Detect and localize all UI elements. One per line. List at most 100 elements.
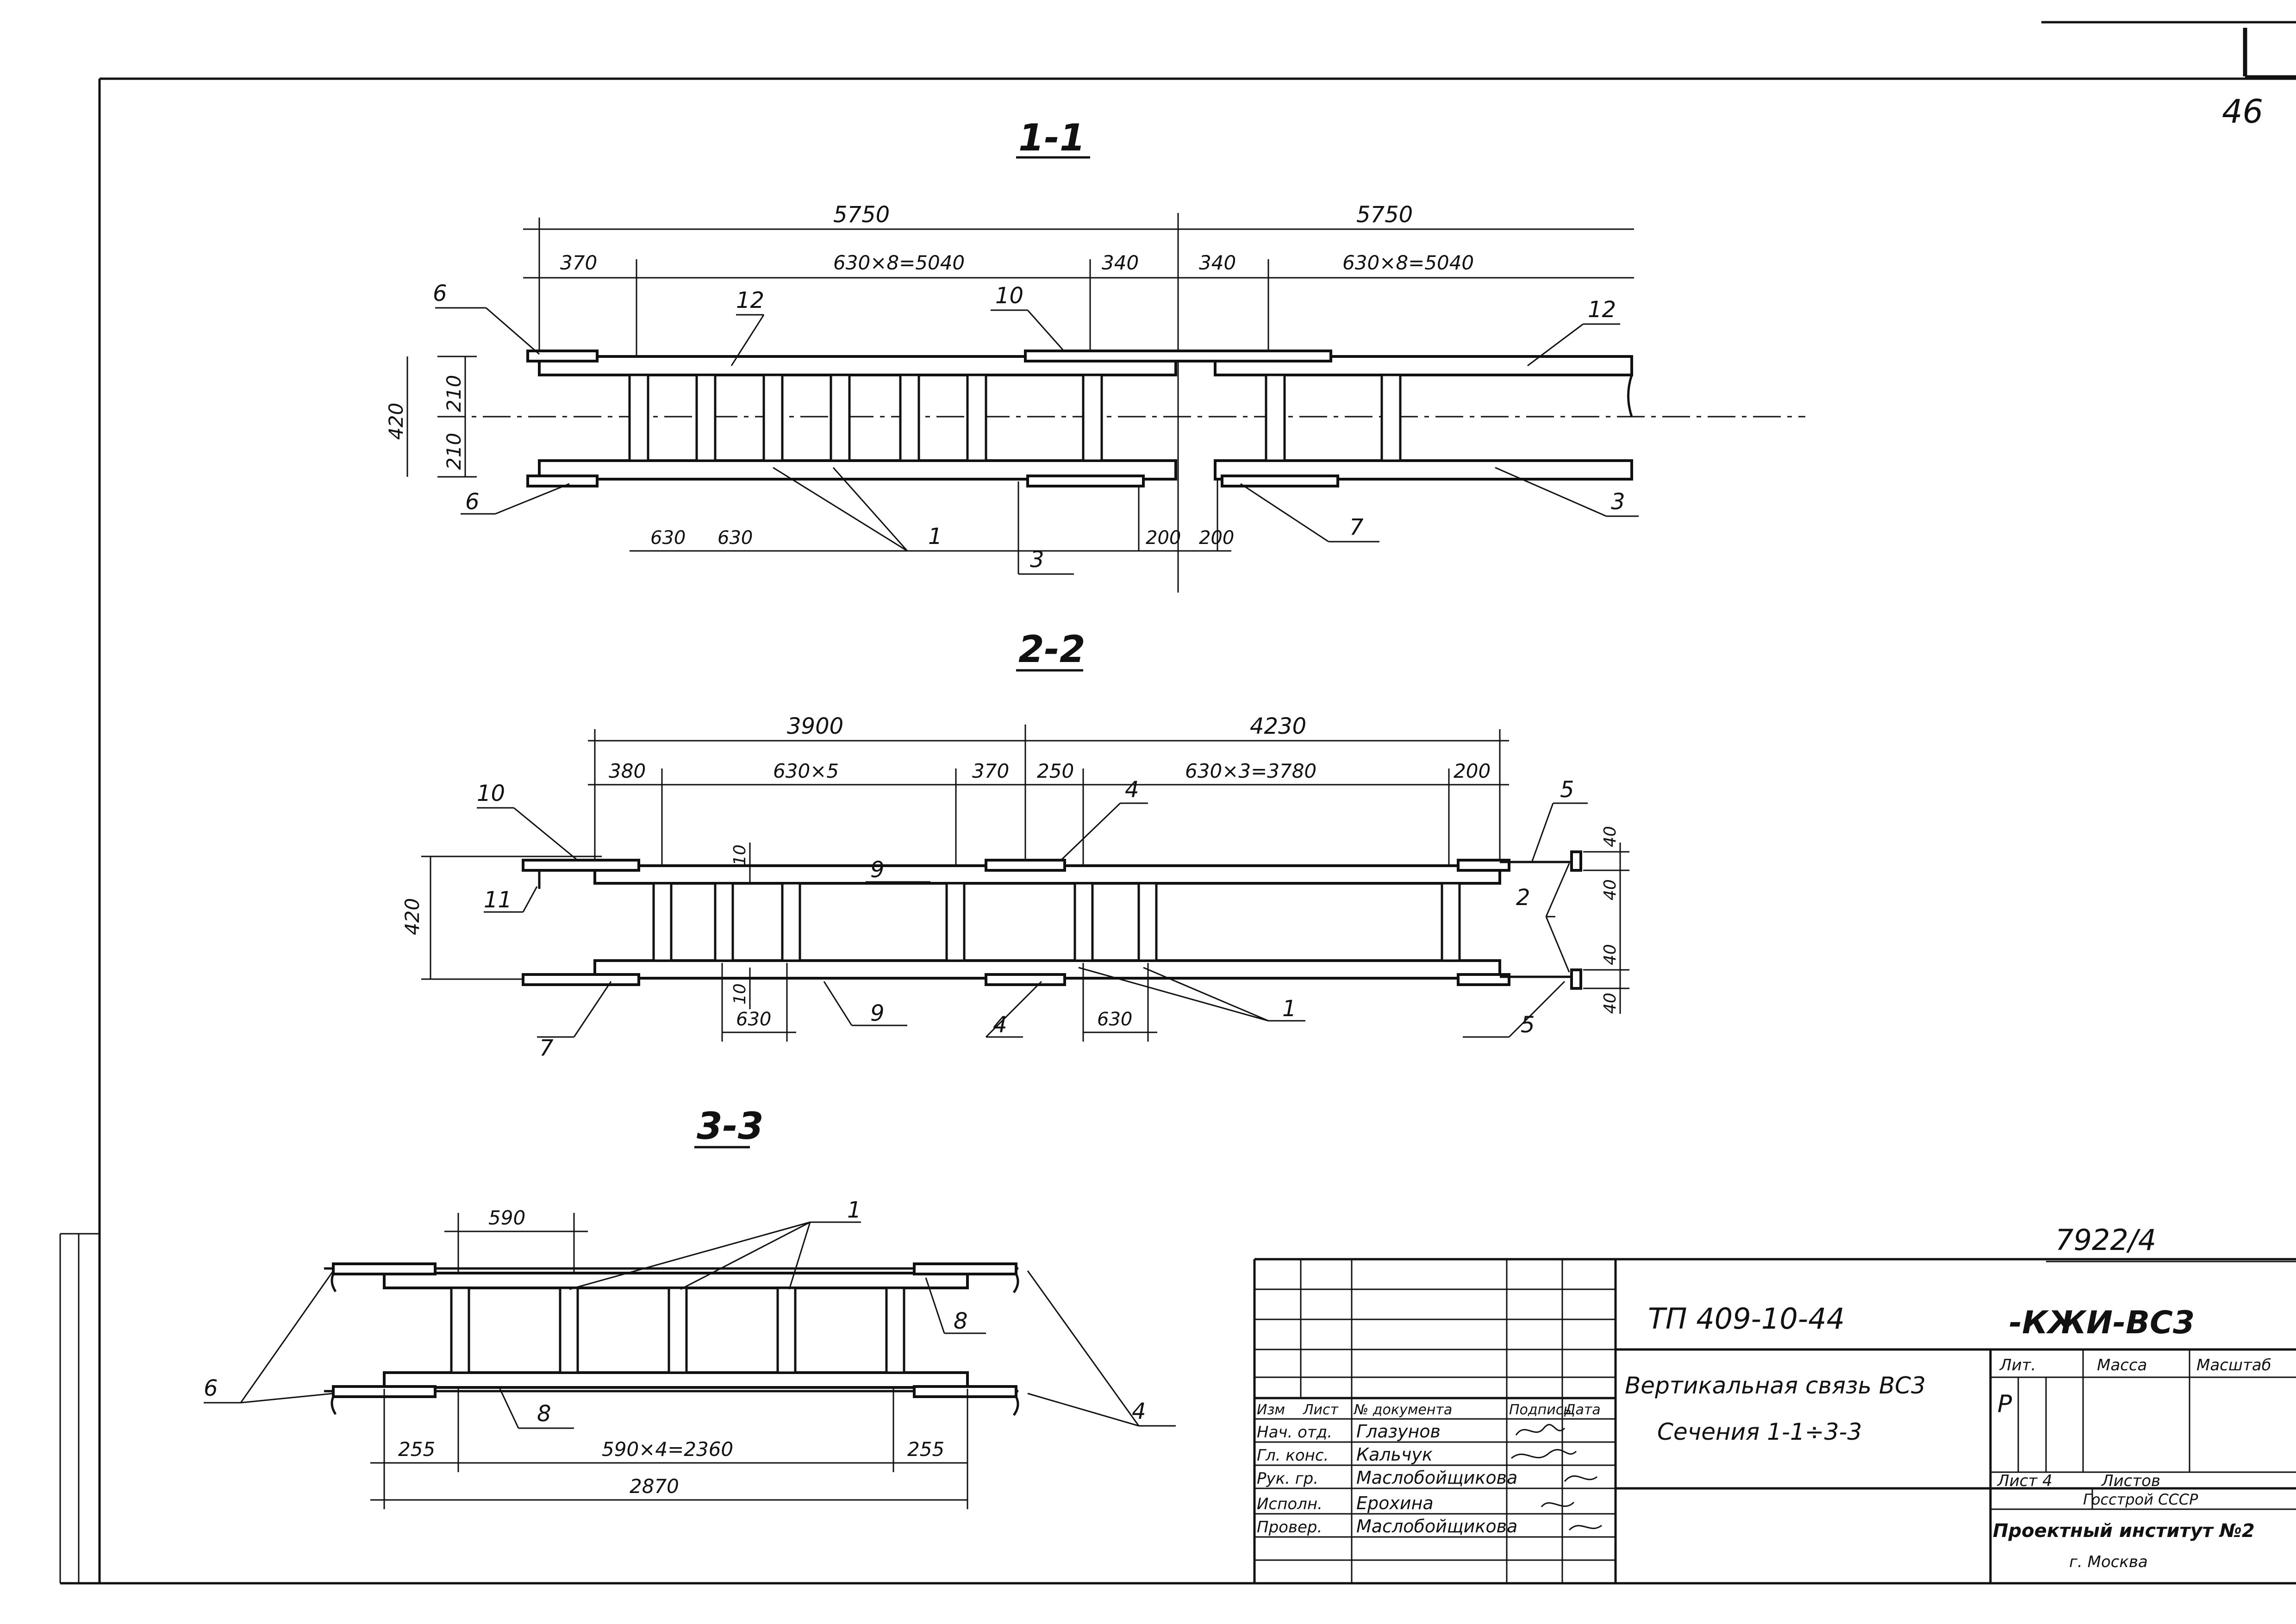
s1-dim-630-a: 630 — [650, 527, 686, 549]
s1-dim-630-b: 630 — [718, 527, 753, 549]
signature-1 — [1511, 1449, 1577, 1459]
section-2-2: 2-2 — [401, 628, 1629, 1061]
s3-dim-2870: 2870 — [630, 1475, 679, 1498]
s1-callout-6-top: 6 — [433, 281, 447, 306]
org-line-2: Проектный институт №2 — [1993, 1520, 2255, 1542]
s1-dim-370: 370 — [560, 251, 597, 274]
description-line-1: Вертикальная связь ВС3 — [1625, 1372, 1926, 1399]
doc-code: -КЖИ-ВС3 — [2009, 1305, 2195, 1341]
s2-callout-7: 7 — [539, 1035, 554, 1061]
role-2: Рук. гр. — [1257, 1469, 1318, 1488]
s1-dim-210-bottom: 210 — [443, 433, 465, 470]
s2-dim-4230: 4230 — [1250, 713, 1306, 739]
s2-dim-3780: 630×3=3780 — [1185, 760, 1316, 782]
header-date: Дата — [1564, 1402, 1601, 1418]
s1-dim-5040-right: 630×8=5040 — [1342, 251, 1474, 274]
s1-dim-200-right: 200 — [1199, 527, 1234, 549]
section-3-title: 3-3 — [697, 1105, 764, 1148]
s1-dim-210-top: 210 — [443, 375, 465, 412]
signature-4 — [1568, 1524, 1602, 1531]
s1-dim-200-left: 200 — [1146, 527, 1181, 549]
s2-callout-9-top: 9 — [870, 857, 885, 883]
signature-0 — [1515, 1424, 1566, 1436]
s3-callout-8-right: 8 — [954, 1308, 968, 1334]
role-1: Гл. конс. — [1257, 1446, 1329, 1465]
s1-dim-340-left: 340 — [1102, 251, 1139, 274]
header-izm: Изм — [1257, 1402, 1285, 1418]
s1-dim-5040-left: 630×8=5040 — [833, 251, 965, 274]
mass-label: Масса — [2097, 1356, 2147, 1374]
scale-label: Масштаб — [2196, 1356, 2271, 1374]
s2-dim-40-c: 40 — [1601, 944, 1620, 965]
sheet-code: 7922/4 — [2055, 1223, 2156, 1257]
s1-callout-6-bottom: 6 — [465, 489, 480, 515]
s1-callout-7: 7 — [1349, 514, 1364, 540]
title-block: 7922/4 ТП 409-10-44 — [1253, 1223, 2296, 1583]
section-1-title: 1-1 — [1018, 116, 1086, 159]
s1-callout-12-left: 12 — [736, 287, 764, 313]
role-4: Провер. — [1257, 1518, 1322, 1537]
s2-dim-40-d: 40 — [1601, 993, 1620, 1014]
s3-callout-1: 1 — [847, 1197, 861, 1223]
s1-dim-340-right: 340 — [1199, 251, 1236, 274]
signature-3 — [1541, 1501, 1575, 1508]
header-sign: Подпись — [1509, 1402, 1572, 1418]
s2-dim-380: 380 — [609, 760, 646, 782]
s2-callout-2: 2 — [1516, 885, 1530, 911]
s1-dim-420: 420 — [385, 403, 407, 440]
section-1-1: 1-1 — [385, 116, 1805, 593]
sheet-frame — [59, 21, 2296, 1585]
signature-2 — [1564, 1475, 1597, 1482]
org-line-3: г. Москва — [2069, 1553, 2148, 1571]
s3-dim-255-left: 255 — [398, 1438, 435, 1461]
header-doc: № документа — [1353, 1402, 1452, 1418]
name-3: Ерохина — [1356, 1493, 1434, 1513]
s2-callout-9-bottom: 9 — [870, 1000, 885, 1026]
role-3: Исполн. — [1257, 1495, 1323, 1513]
s2-callout-11: 11 — [484, 887, 512, 913]
s3-callout-6: 6 — [204, 1375, 218, 1401]
s3-callout-4: 4 — [1132, 1399, 1146, 1424]
s3-callout-8-bottom: 8 — [537, 1401, 551, 1427]
name-2: Маслобойщикова — [1356, 1468, 1517, 1488]
name-1: Кальчук — [1356, 1444, 1433, 1465]
s2-dim-630x5: 630×5 — [773, 760, 839, 782]
org-line-1: Госстрой СССР — [2083, 1491, 2198, 1508]
s2-dim-10-top: 10 — [730, 844, 749, 866]
corner-mark: 46 — [2222, 93, 2263, 131]
s2-dim-370: 370 — [972, 760, 1009, 782]
section-3-3: 3-3 — [204, 1105, 1176, 1509]
s3-dim-590: 590 — [488, 1206, 525, 1229]
s2-dim-40-a: 40 — [1601, 826, 1620, 847]
s1-callout-12-right: 12 — [1588, 297, 1616, 323]
s2-dim-630-left: 630 — [736, 1009, 771, 1030]
sheet-label: Лист 4 — [1997, 1472, 2053, 1490]
header-list: Лист — [1303, 1402, 1339, 1418]
s2-dim-10-bottom: 10 — [730, 983, 749, 1005]
s2-dim-250: 250 — [1037, 760, 1074, 782]
s2-callout-5-top: 5 — [1560, 777, 1574, 803]
s1-dim-5750-right: 5750 — [1356, 202, 1413, 228]
role-0: Нач. отд. — [1257, 1423, 1332, 1442]
s2-dim-200: 200 — [1454, 760, 1491, 782]
s1-callout-3-right: 3 — [1611, 489, 1625, 515]
s2-callout-4-bottom: 4 — [993, 1012, 1007, 1038]
sheets-label: Листов — [2101, 1472, 2160, 1490]
s3-dim-2360: 590×4=2360 — [602, 1438, 733, 1461]
section-2-title: 2-2 — [1018, 628, 1086, 671]
stage-label: Лит. — [1999, 1356, 2036, 1374]
s2-dim-420: 420 — [401, 898, 424, 935]
s2-callout-1: 1 — [1282, 996, 1297, 1022]
description-line-2: Сечения 1-1÷3-3 — [1657, 1418, 1862, 1445]
s2-dim-630-right: 630 — [1097, 1009, 1132, 1030]
s1-callout-3-left: 3 — [1030, 547, 1044, 573]
s2-dim-40-b: 40 — [1601, 879, 1620, 900]
s2-callout-10: 10 — [477, 781, 505, 806]
stage-value: Р — [1997, 1390, 2012, 1418]
s1-dim-5750-left: 5750 — [833, 202, 890, 228]
s3-dim-255-right: 255 — [907, 1438, 944, 1461]
s2-callout-4-top: 4 — [1125, 777, 1139, 803]
name-0: Глазунов — [1356, 1421, 1441, 1442]
s2-dim-3900: 3900 — [787, 713, 843, 739]
